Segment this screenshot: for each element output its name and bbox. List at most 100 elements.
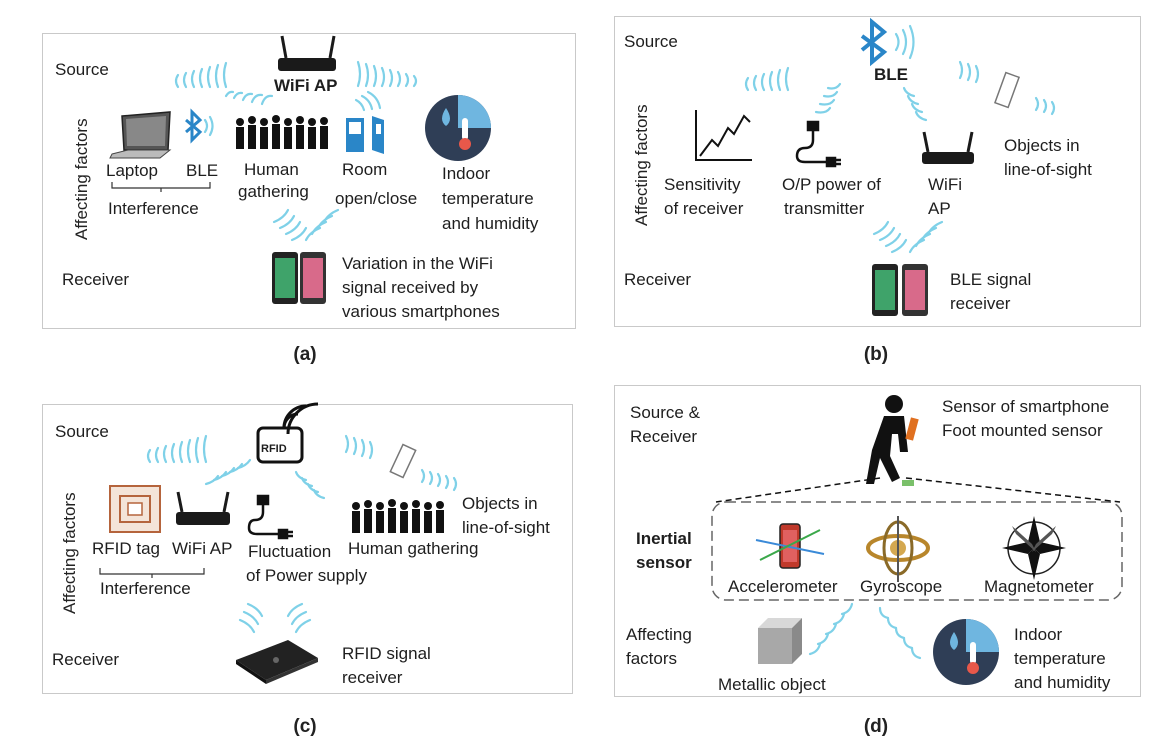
panel-c-line-of-sight-label: line-of-sight xyxy=(462,518,550,537)
panel-c-source-label: Source xyxy=(55,422,109,441)
panel-c-power-supply-label: of Power supply xyxy=(246,566,367,585)
panel-b-wifi-label: WiFi xyxy=(928,175,962,194)
crowd-icon xyxy=(236,115,328,149)
panel-c-receiver-label: Receiver xyxy=(52,650,120,669)
panel-b-ble-label: BLE xyxy=(874,65,908,84)
interference-bracket xyxy=(99,568,205,578)
panel-c-wifi-ap-label: WiFi AP xyxy=(172,539,233,558)
router-icon xyxy=(176,491,230,525)
panel-c-rfid-signal-label: RFID signal xyxy=(342,644,431,663)
panel-b-ap-label: AP xyxy=(928,199,951,218)
compass-icon xyxy=(1002,516,1066,580)
panel-d-sensor-label: sensor xyxy=(636,553,692,572)
gyroscope-icon xyxy=(866,516,930,582)
temperature-humidity-icon xyxy=(425,95,491,161)
wifi-waves-icon xyxy=(174,60,418,242)
panel-d-magnetometer-label: Magnetometer xyxy=(984,577,1094,596)
panel-c xyxy=(42,404,573,694)
panel-b-source-label: Source xyxy=(624,32,678,51)
obstacle-icon xyxy=(389,443,417,479)
panel-d-gyroscope-label: Gyroscope xyxy=(860,577,943,596)
metallic-cube-icon xyxy=(758,618,802,664)
panel-b-line-of-sight-label: line-of-sight xyxy=(1004,160,1092,179)
obstacle-icon xyxy=(993,71,1021,109)
panel-b-transmitter-label: transmitter xyxy=(784,199,865,218)
panel-c-objects-label: Objects in xyxy=(462,494,538,513)
caption-d: (d) xyxy=(863,716,889,737)
caption-b: (b) xyxy=(863,344,889,365)
panel-a-openclose-label: open/close xyxy=(335,189,418,208)
panel-b-objects-label: Objects in xyxy=(1004,136,1080,155)
panel-d-source-label: Source & xyxy=(630,403,700,422)
panel-a-gathering-label: gathering xyxy=(238,182,309,201)
rfid-icon xyxy=(256,402,319,464)
panel-d-humidity-label: and humidity xyxy=(1014,673,1111,692)
projection-line-left xyxy=(715,477,881,503)
interference-bracket xyxy=(111,182,211,192)
foot-sensor-icon xyxy=(902,480,914,486)
bluetooth-icon xyxy=(860,17,915,67)
panel-d-metallic-label: Metallic object xyxy=(718,675,826,694)
ble-waves-icon xyxy=(744,60,1056,254)
panel-a-receiver-label: Receiver xyxy=(62,270,130,289)
panel-c-human-gathering-label: Human gathering xyxy=(348,539,479,558)
rfid-reader-icon xyxy=(236,640,318,684)
panel-c-interference-label: Interference xyxy=(100,579,191,598)
crowd-icon xyxy=(352,499,444,533)
power-plug-icon xyxy=(247,494,293,540)
panel-d-factors-label: factors xyxy=(626,649,678,668)
panel-a-indoor-label: Indoor xyxy=(442,164,491,183)
panel-b-receiver2-label: receiver xyxy=(950,294,1011,313)
panel-a-source-label: Source xyxy=(55,60,109,79)
door-icon xyxy=(346,116,384,154)
router-icon xyxy=(922,131,974,164)
panel-b-of-receiver-label: of receiver xyxy=(664,199,744,218)
panel-b-ble-signal-label: BLE signal xyxy=(950,270,1032,289)
panel-d-temperature-label: temperature xyxy=(1014,649,1106,668)
panel-b-receiver-label: Receiver xyxy=(624,270,692,289)
line-chart-icon xyxy=(695,110,752,161)
panel-a-laptop-label: Laptop xyxy=(106,161,158,180)
panel-a-temperature-label: temperature xyxy=(442,189,534,208)
panel-c-receiver2-label: receiver xyxy=(342,668,403,687)
panel-a-variation-line2: signal received by xyxy=(342,278,479,297)
power-plug-icon xyxy=(795,120,841,168)
panel-c-fluctuation-label: Fluctuation xyxy=(248,542,332,561)
rfid-waves-icon xyxy=(146,434,458,634)
projection-line-right xyxy=(905,477,1121,503)
panel-a-variation-line1: Variation in the WiFi xyxy=(342,254,493,273)
rfid-tag-icon xyxy=(109,485,161,533)
panel-d-accelerometer-label: Accelerometer xyxy=(728,577,838,596)
panel-a-room-label: Room xyxy=(342,160,388,179)
panel-a-wifi-ap-label: WiFi AP xyxy=(274,76,338,95)
walking-person-icon xyxy=(866,395,919,484)
panel-d-affecting-label: Affecting xyxy=(626,625,692,644)
temperature-humidity-icon xyxy=(933,619,999,685)
panel-d-sensor-smartphone-label: Sensor of smartphone xyxy=(942,397,1110,416)
panel-a-ble-label: BLE xyxy=(186,161,219,180)
panel-b-sensitivity-label: Sensitivity xyxy=(664,175,741,194)
panel-d-foot-sensor-label: Foot mounted sensor xyxy=(942,421,1103,440)
panel-b-op-power-label: O/P power of xyxy=(782,175,881,194)
accelerometer-icon xyxy=(755,523,825,569)
laptop-icon xyxy=(109,111,172,159)
panel-a-variation-line3: various smartphones xyxy=(342,302,500,321)
smartphones-icon xyxy=(872,264,928,316)
caption-c: (c) xyxy=(293,716,317,737)
panel-c-rfid-tag-label: RFID tag xyxy=(92,539,161,558)
smartphones-icon xyxy=(272,252,326,304)
bluetooth-icon xyxy=(185,108,214,144)
panel-c-rfid-logo-text: RFID xyxy=(261,443,287,455)
panel-a-humidity-label: and humidity xyxy=(442,214,539,233)
inertial-sensor-box xyxy=(711,501,1123,601)
panel-a-human-label: Human xyxy=(244,160,299,179)
panel-d-receiver-label: Receiver xyxy=(630,427,698,446)
panel-d-indoor-label: Indoor xyxy=(1014,625,1063,644)
panel-d-inertial-label: Inertial xyxy=(636,529,692,548)
panel-a-interference-label: Interference xyxy=(108,199,199,218)
router-icon xyxy=(278,35,336,71)
